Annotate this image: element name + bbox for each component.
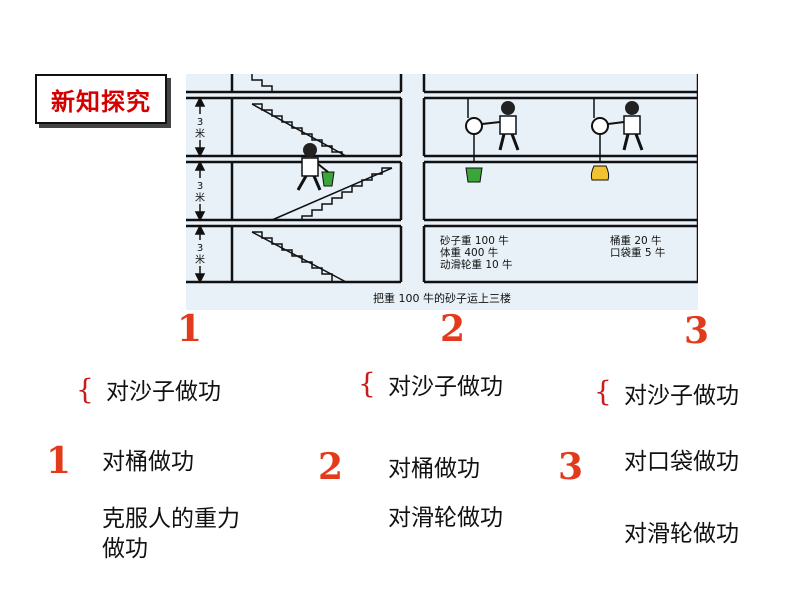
info-sand-weight: 砂子重 100 牛: [440, 234, 509, 247]
section-badge: 新知探究: [35, 74, 167, 124]
method-3-item-pulley: 对滑轮做功: [624, 521, 739, 547]
method-1-item-body-line2: 做功: [102, 536, 148, 562]
method-2-number: 2: [318, 446, 344, 488]
method-header-2: 2: [440, 308, 466, 350]
pulley-with-bucket: [465, 98, 520, 183]
left-building: [186, 74, 403, 284]
method-1-item-sand: 对沙子做功: [106, 379, 221, 405]
pulley-with-bag: [590, 98, 644, 181]
info-bag-weight: 口袋重 5 牛: [610, 246, 665, 259]
illustration: 3 米 3 米 3 米: [186, 74, 698, 310]
method-header-1: 1: [177, 308, 203, 350]
brace-icon: {: [594, 375, 612, 408]
method-1-number: 1: [46, 440, 72, 482]
floor-height-unit: 米: [195, 127, 205, 140]
floor-height-unit: 米: [195, 253, 205, 266]
info-bucket-weight: 桶重 20 牛: [610, 234, 662, 247]
method-1-item-body-line1: 克服人的重力: [102, 506, 240, 532]
person-with-bucket: [296, 143, 335, 191]
method-2-item-sand: 对沙子做功: [388, 374, 503, 400]
figure-caption: 把重 100 牛的砂子运上三楼: [373, 291, 511, 305]
right-building: [422, 74, 698, 284]
section-badge-label: 新知探究: [51, 87, 151, 116]
method-3-number: 3: [558, 446, 584, 488]
info-body-weight: 体重 400 牛: [440, 246, 498, 259]
method-2-item-bucket: 对桶做功: [388, 456, 480, 482]
floor-height-label: 3: [197, 117, 203, 128]
method-2-item-pulley: 对滑轮做功: [388, 505, 503, 531]
floor-height-label: 3: [197, 181, 203, 192]
method-3-item-sand: 对沙子做功: [624, 383, 739, 409]
building-illustration: 3 米 3 米 3 米: [186, 74, 698, 310]
info-pulley-weight: 动滑轮重 10 牛: [440, 258, 513, 271]
stairs: [251, 74, 393, 283]
brace-icon: {: [76, 373, 94, 406]
floor-height-label: 3: [197, 243, 203, 254]
method-header-3: 3: [684, 310, 710, 352]
brace-icon: {: [358, 367, 376, 400]
method-3-item-bag: 对口袋做功: [624, 449, 739, 475]
method-1-item-bucket: 对桶做功: [102, 449, 194, 475]
floor-height-unit: 米: [195, 191, 205, 204]
